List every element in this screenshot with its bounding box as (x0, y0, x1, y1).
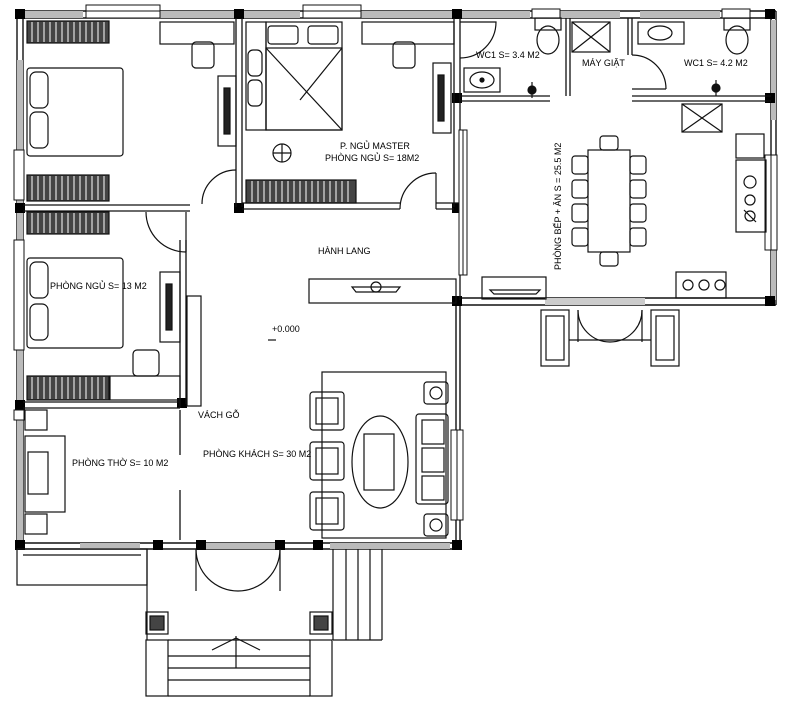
wall-fill (17, 11, 776, 549)
wc-left (459, 17, 562, 98)
level-label: +0.000 (272, 324, 300, 334)
hallway (268, 278, 457, 341)
master-area-label: PHÒNG NGỦ S= 18M2 (325, 152, 419, 163)
kitchen (481, 133, 767, 300)
columns (15, 9, 775, 550)
laundry (571, 21, 667, 90)
windows (13, 4, 778, 521)
wood-partition-label: VÁCH GỖ (198, 409, 240, 420)
bedroom-1 (26, 20, 237, 202)
master-bedroom (201, 21, 455, 210)
wc-right (637, 17, 751, 133)
master-room-label: P. NGỦ MASTER (340, 140, 410, 151)
altar-room (24, 409, 66, 535)
wc1-right-label: WC1 S= 4.2 M2 (684, 58, 748, 68)
kitchen-rear-porch (540, 309, 680, 367)
hallway-label: HÀNH LANG (318, 246, 371, 256)
living-room (309, 371, 449, 539)
bedroom-2 (26, 211, 202, 407)
outer-walls (16, 10, 777, 550)
kitchen-label: PHÒNG BẾP + ĂN S = 25.5 M2 (553, 143, 563, 270)
front-porch (16, 548, 383, 697)
wc1-left-label: WC1 S= 3.4 M2 (476, 50, 540, 60)
altar-room-label: PHÒNG THỜ S= 10 M2 (72, 458, 168, 468)
laundry-label: MÁY GIẶT (582, 58, 625, 68)
bedroom-label: PHÒNG NGỦ S= 13 M2 (50, 280, 147, 291)
living-room-label: PHÒNG KHÁCH S= 30 M2 (203, 449, 311, 459)
